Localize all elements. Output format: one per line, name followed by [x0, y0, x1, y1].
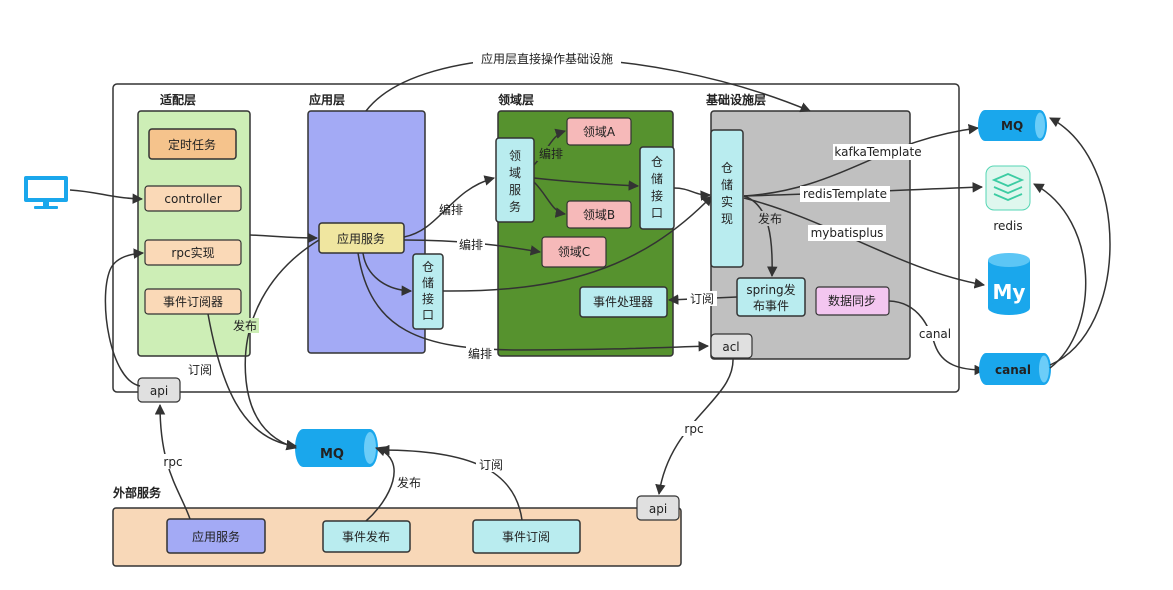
mysql-icon: My	[988, 253, 1030, 315]
svg-text:acl: acl	[722, 340, 739, 354]
svg-text:rpc实现: rpc实现	[171, 245, 214, 260]
svg-text:redisTemplate: redisTemplate	[803, 187, 887, 201]
external-layer-title: 外部服务	[113, 485, 162, 500]
mq-right-label: MQ	[1001, 119, 1023, 133]
svg-text:canal: canal	[919, 327, 951, 341]
svg-text:My: My	[993, 280, 1026, 304]
canal-icon	[979, 353, 1051, 385]
svg-text:领域C: 领域C	[558, 245, 590, 259]
svg-text:订阅: 订阅	[479, 458, 503, 472]
repo-impl-box	[710, 129, 744, 268]
mq-center-icon	[295, 429, 378, 467]
svg-text:编排: 编排	[539, 146, 563, 161]
canal-label: canal	[995, 363, 1031, 377]
svg-text:编排: 编排	[459, 237, 483, 252]
api-external-box	[636, 495, 680, 521]
mq-right-icon	[978, 110, 1047, 141]
monitor-icon	[24, 176, 68, 209]
svg-text:应用服务: 应用服务	[337, 231, 385, 246]
svg-text:编排: 编排	[439, 202, 463, 217]
top-arrow-label: 应用层直接操作基础设施	[481, 51, 613, 66]
mq-center-label: MQ	[320, 447, 344, 462]
svg-text:编排: 编排	[468, 346, 492, 361]
svg-text:仓储实现: 仓储实现	[721, 161, 733, 226]
domain-c-box	[541, 236, 607, 268]
svg-text:应用服务: 应用服务	[192, 529, 240, 544]
svg-text:事件订阅器: 事件订阅器	[163, 295, 223, 309]
event-subscriber-box	[144, 288, 242, 315]
svg-text:api: api	[150, 384, 168, 398]
svg-text:事件订阅: 事件订阅	[502, 530, 550, 544]
event-handler-box	[579, 286, 668, 318]
svg-text:订阅: 订阅	[188, 363, 212, 377]
ext-app-service-box	[166, 518, 266, 554]
svg-text:spring发布事件: spring发布事件	[746, 282, 795, 313]
api-adapter-box	[137, 377, 181, 403]
svg-text:仓储接口: 仓储接口	[422, 260, 434, 322]
svg-text:仓储接口: 仓储接口	[651, 155, 663, 220]
controller-box	[144, 185, 242, 212]
app-service-box	[318, 222, 405, 254]
ext-event-subscribe-box	[472, 519, 581, 554]
svg-text:mybatisplus: mybatisplus	[811, 226, 884, 240]
svg-text:发布: 发布	[233, 318, 257, 333]
svg-text:发布: 发布	[397, 475, 421, 490]
domain-a-box	[566, 117, 632, 146]
svg-text:发布: 发布	[758, 211, 782, 226]
domain-layer-title: 领域层	[498, 92, 534, 107]
svg-text:api: api	[649, 502, 667, 516]
application-layer-title: 应用层	[309, 92, 345, 107]
svg-text:事件处理器: 事件处理器	[593, 295, 653, 309]
svg-text:定时任务: 定时任务	[168, 137, 216, 152]
svg-text:controller: controller	[164, 192, 221, 206]
svg-text:rpc: rpc	[163, 455, 182, 469]
redis-icon	[985, 165, 1031, 211]
redis-label: redis	[993, 219, 1022, 233]
svg-text:领域A: 领域A	[583, 125, 616, 139]
scheduled-task-box	[148, 128, 237, 160]
svg-text:事件发布: 事件发布	[342, 529, 390, 544]
acl-box	[710, 333, 753, 359]
svg-text:kafkaTemplate: kafkaTemplate	[834, 145, 921, 159]
svg-text:rpc: rpc	[684, 422, 703, 436]
infrastructure-layer-title: 基础设施层	[705, 92, 766, 107]
svg-text:订阅: 订阅	[690, 292, 714, 306]
svg-text:领域B: 领域B	[583, 208, 615, 222]
domain-service-box	[495, 137, 535, 223]
domain-b-box	[566, 200, 632, 229]
rpc-impl-box	[144, 239, 242, 266]
svg-text:领域服务: 领域服务	[509, 149, 521, 214]
adapter-layer-title: 适配层	[160, 92, 196, 107]
svg-text:数据同步: 数据同步	[828, 293, 876, 308]
